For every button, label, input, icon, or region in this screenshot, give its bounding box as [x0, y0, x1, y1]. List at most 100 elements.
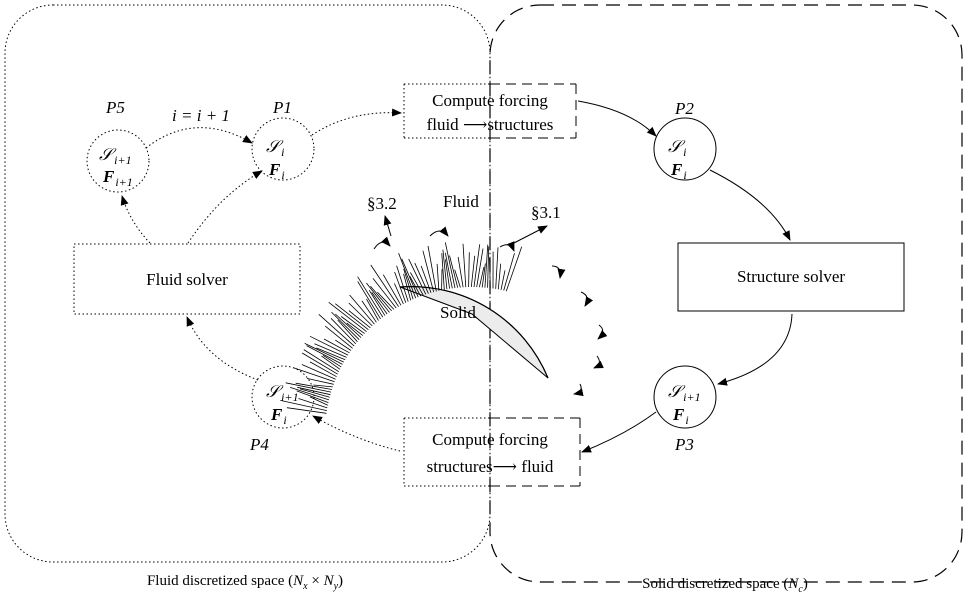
fiber [298, 398, 328, 409]
svg-text:Fi: Fi [670, 160, 687, 182]
fiber [420, 265, 432, 293]
fiber [396, 265, 409, 302]
flow-curl-markers [373, 226, 608, 397]
solid-label: Solid [440, 303, 476, 322]
fiber [335, 303, 369, 331]
fiber [280, 400, 327, 411]
fiber [401, 258, 419, 298]
fiber [457, 256, 464, 288]
arrow-p3-to-forcing-bottom [581, 411, 657, 453]
arrow-forcing-bottom-to-p4 [312, 415, 401, 452]
fluid-space-region [4, 4, 491, 563]
fiber [296, 390, 329, 403]
fiber [348, 310, 371, 329]
svg-text:Fi: Fi [268, 160, 285, 182]
fiber [449, 255, 459, 288]
arrow-p2-to-structure-solver [709, 169, 791, 241]
fluid-solver-label: Fluid solver [146, 270, 228, 289]
section-3-1-pointer [511, 225, 548, 245]
fiber [377, 291, 395, 310]
fiber [495, 247, 499, 289]
fiber [366, 282, 390, 313]
fiber [316, 347, 346, 361]
fiber [301, 352, 338, 375]
fiber [299, 388, 330, 398]
compute-forcing-structures-to-fluid-box: Compute forcing structures⟶ fluid [403, 417, 581, 487]
fiber [403, 273, 412, 301]
fiber [323, 338, 350, 354]
fiber [331, 311, 360, 340]
arrow-p1-to-forcing-top [311, 108, 402, 136]
fiber-illustration: §3.2 §3.1 Fluid Solid [280, 192, 608, 414]
fiber [321, 355, 341, 370]
fiber [444, 252, 453, 289]
fluid-label: Fluid [443, 192, 479, 211]
forcing-top-line1: Compute forcing [432, 91, 548, 110]
fiber [500, 270, 506, 290]
fluid-solver-box: Fluid solver [73, 243, 301, 315]
fiber [427, 245, 437, 292]
node-p5-label: P5 [105, 98, 125, 117]
fiber-bundle [280, 242, 523, 414]
fiber [337, 319, 358, 343]
fiber [403, 268, 414, 300]
fiber [306, 378, 334, 385]
node-p1-label: P1 [272, 98, 292, 117]
fiber [340, 316, 365, 334]
fiber [409, 276, 422, 297]
fiber [289, 387, 330, 401]
forcing-top-line2: fluid ⟶structures [427, 115, 554, 134]
fiber [322, 354, 342, 368]
fiber [484, 244, 489, 288]
fiber [489, 257, 491, 289]
svg-text:𝒮i: 𝒮i [668, 137, 687, 159]
fiber [422, 250, 435, 293]
fiber [328, 301, 367, 332]
svg-text:𝒮i+1: 𝒮i+1 [668, 382, 701, 404]
fiber [442, 249, 448, 290]
fiber [410, 272, 424, 296]
svg-text:𝒮i+1: 𝒮i+1 [99, 145, 132, 167]
fiber [394, 271, 407, 303]
fiber [470, 255, 476, 288]
fiber [297, 386, 331, 396]
fiber [357, 281, 381, 320]
fiber [306, 345, 343, 365]
fiber [462, 243, 467, 288]
fiber [445, 259, 450, 289]
structure-solver-label: Structure solver [737, 267, 845, 286]
fiber [370, 264, 399, 307]
fiber [370, 286, 392, 312]
fiber [372, 278, 397, 309]
node-p4-label: P4 [249, 435, 269, 454]
forcing-bottom-line1: Compute forcing [432, 430, 548, 449]
fiber [444, 242, 456, 289]
arrow-p5-to-p1 [145, 127, 253, 149]
arrow-fluid-solver-to-p5 [120, 195, 151, 244]
svg-text:Fi: Fi [672, 405, 689, 427]
fiber [371, 292, 388, 315]
structure-solver-box: Structure solver [677, 242, 905, 312]
fiber [441, 253, 445, 290]
arrow-p4-to-fluid-solver [186, 316, 259, 381]
fiber [382, 274, 402, 306]
fiber [454, 269, 461, 288]
fiber [408, 258, 427, 295]
fiber [348, 302, 373, 327]
fiber [394, 283, 404, 305]
fiber [349, 294, 375, 325]
fiber [357, 276, 384, 318]
fiber [309, 396, 328, 406]
solid-space-region [489, 4, 963, 583]
fiber [503, 253, 515, 291]
fiber [293, 367, 335, 383]
fiber [346, 322, 364, 336]
fiber [505, 246, 523, 292]
section-3-2-pointer [383, 215, 392, 237]
node-p3-label: P3 [674, 435, 694, 454]
arrow-structure-solver-to-p3 [717, 313, 793, 386]
